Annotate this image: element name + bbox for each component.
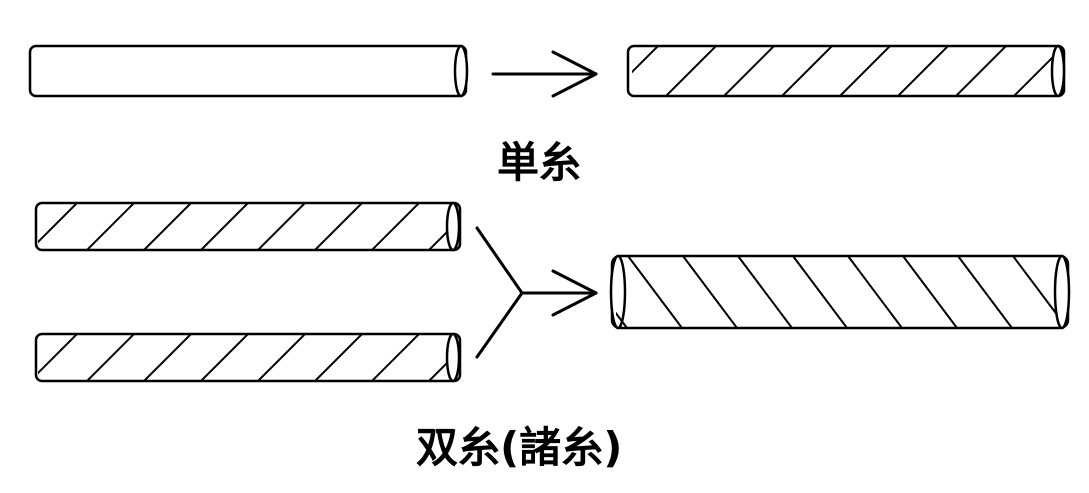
ply-input-top-hatch-line: [257, 203, 306, 250]
ply-output-hatch-line: [737, 256, 793, 328]
single-twisted-hatch-line: [839, 46, 891, 96]
single-twisted-hatch-line: [1072, 46, 1089, 96]
single-twisted-hatch-line: [665, 46, 717, 96]
ply-input-bottom-hatch-line: [86, 334, 135, 381]
ply-output-hatch-line: [792, 256, 848, 328]
ply-output-hatch-line: [1068, 256, 1089, 328]
ply-output-hatch-line: [847, 256, 903, 328]
ply-input-bottom-hatch-line: [314, 334, 363, 381]
single-twisted-thread: [626, 44, 1089, 98]
single-twisted-hatch-line: [897, 46, 949, 96]
ply-output-hatch-line: [682, 256, 738, 328]
ply-input-top-hatch-line: [143, 203, 192, 250]
single-twisted-hatch-line: [632, 46, 659, 96]
ply-output-hatch-line: [627, 256, 683, 328]
single-thread-label: 単糸: [497, 138, 582, 187]
single-twisted-hatch-line: [781, 46, 833, 96]
plied-input-thread-bottom: [0, 332, 533, 383]
ply-output-hatch-line: [902, 256, 958, 328]
single-twisted-hatch-line: [723, 46, 775, 96]
plied-input-thread-top: [0, 201, 533, 252]
ply-input-bottom-hatch-line: [200, 334, 249, 381]
ply-input-top-hatch-line: [314, 203, 363, 250]
ply-output-hatch-line: [957, 256, 1013, 328]
single-twisted-hatch-line: [955, 46, 1007, 96]
plied-output-thread: [609, 254, 1089, 330]
ply-output-hatch-line: [616, 256, 628, 328]
ply-input-top-hatch-line: [371, 203, 420, 250]
ply-input-top-hatch-line: [0, 203, 20, 250]
plied-thread-label: 双糸(諸糸): [416, 423, 623, 472]
ply-input-bottom-hatch-line: [0, 334, 20, 381]
ply-input-bottom-hatch-line: [371, 334, 420, 381]
ply-input-top-hatch-line: [486, 203, 533, 250]
ply-input-bottom-hatch-line: [143, 334, 192, 381]
merge-arrow-icon: [475, 226, 598, 359]
ply-input-bottom-hatch-line: [257, 334, 306, 381]
untwisted-fiber-strand: [28, 44, 469, 98]
ply-input-top-hatch-line: [38, 203, 78, 250]
ply-input-top-hatch-line: [200, 203, 249, 250]
ply-input-top-hatch-line: [86, 203, 135, 250]
ply-input-bottom-hatch-line: [38, 334, 78, 381]
arrow-right-icon: [491, 50, 598, 98]
ply-input-bottom-hatch-line: [486, 334, 533, 381]
